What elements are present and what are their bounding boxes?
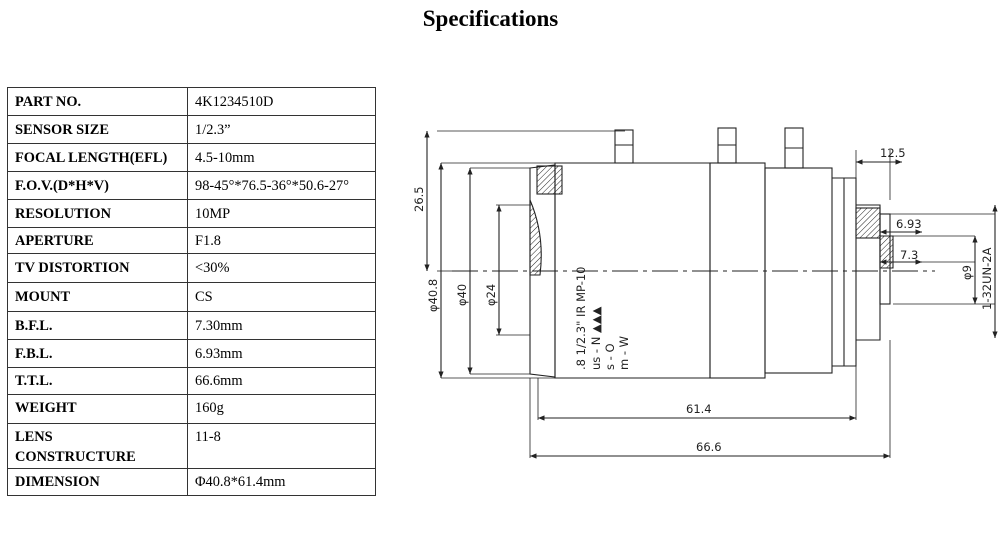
spec-value: 4.5-10mm: [187, 143, 376, 172]
spec-label: FOCAL LENGTH(EFL): [7, 143, 188, 172]
spec-label: F.B.L.: [7, 339, 188, 368]
dim-label-thread: 1-32UN-2A: [980, 247, 994, 310]
spec-label: TV DISTORTION: [7, 253, 188, 283]
dim-label-d40: φ40: [455, 284, 469, 306]
table-row: B.F.L. 7.30mm: [7, 311, 376, 340]
spec-label: APERTURE: [7, 227, 188, 254]
table-row: TV DISTORTION <30%: [7, 253, 376, 283]
spec-value: 1/2.3”: [187, 115, 376, 144]
table-row: APERTURE F1.8: [7, 227, 376, 254]
dim-label-d9: φ9: [960, 265, 974, 280]
dim-label-d24: φ24: [484, 284, 498, 306]
table-row: T.T.L. 66.6mm: [7, 367, 376, 395]
table-row: F.O.V.(D*H*V) 98-45°*76.5-36°*50.6-27°: [7, 171, 376, 200]
table-row: FOCAL LENGTH(EFL) 4.5-10mm: [7, 143, 376, 172]
dim-label-7-3: 7.3: [900, 248, 918, 262]
spec-label: T.T.L.: [7, 367, 188, 395]
table-row: LENS CONSTRUCTURE 11-8: [7, 423, 376, 469]
table-row: RESOLUTION 10MP: [7, 199, 376, 228]
spec-value: Φ40.8*61.4mm: [187, 468, 376, 496]
focus-ring: [709, 162, 766, 379]
spec-value: 4K1234510D: [187, 87, 376, 116]
table-row: F.B.L. 6.93mm: [7, 339, 376, 368]
table-row: SENSOR SIZE 1/2.3”: [7, 115, 376, 144]
dim-label-26-5: 26.5: [412, 186, 426, 212]
spec-value: 98-45°*76.5-36°*50.6-27°: [187, 171, 376, 200]
spec-value: 11-8: [187, 423, 376, 469]
spec-value: <30%: [187, 253, 376, 283]
dim-label-6-93: 6.93: [896, 217, 922, 231]
front-lens-element: [529, 199, 542, 276]
dim-label-61-4: 61.4: [686, 402, 712, 416]
spec-value: F1.8: [187, 227, 376, 254]
spec-value: 160g: [187, 394, 376, 424]
spec-label: LENS CONSTRUCTURE: [7, 423, 188, 469]
table-row: PART NO. 4K1234510D: [7, 87, 376, 116]
screw-1: [614, 129, 634, 164]
spec-label: F.O.V.(D*H*V): [7, 171, 188, 200]
spec-label-line2: CONSTRUCTURE: [15, 449, 136, 465]
table-row: DIMENSION Φ40.8*61.4mm: [7, 468, 376, 496]
table-row: WEIGHT 160g: [7, 394, 376, 424]
spec-label: RESOLUTION: [7, 199, 188, 228]
spec-label: MOUNT: [7, 282, 188, 312]
table-row: MOUNT CS: [7, 282, 376, 312]
spec-label: WEIGHT: [7, 394, 188, 424]
spec-value: 6.93mm: [187, 339, 376, 368]
zoom-ring: [764, 167, 833, 374]
barrel-print-line2: us - N ▲▲▲: [589, 306, 603, 370]
dim-label-d40-8: φ40.8: [426, 279, 440, 312]
specifications-table: PART NO. 4K1234510D SENSOR SIZE 1/2.3” F…: [7, 87, 376, 496]
dim-label-12-5: 12.5: [880, 146, 906, 160]
spec-value: CS: [187, 282, 376, 312]
spec-value: 66.6mm: [187, 367, 376, 395]
barrel-print-line1: .8 1/2.3" IR MP-10: [574, 267, 588, 370]
spec-label: PART NO.: [7, 87, 188, 116]
spec-value: 10MP: [187, 199, 376, 228]
spec-value: 7.30mm: [187, 311, 376, 340]
barrel-print-line4: m - W: [617, 336, 631, 370]
spec-label-line1: LENS: [15, 429, 53, 445]
spec-label: B.F.L.: [7, 311, 188, 340]
page-title: Specifications: [422, 6, 559, 31]
spec-label: DIMENSION: [7, 468, 188, 496]
spec-label: SENSOR SIZE: [7, 115, 188, 144]
lens-technical-drawing: 12.5 6.93 7.3 61.4 66.6 26.5 φ40.8 φ40 φ…: [412, 127, 998, 459]
dim-label-66-6: 66.6: [696, 440, 722, 454]
barrel-print-line3: s - O: [603, 343, 617, 370]
